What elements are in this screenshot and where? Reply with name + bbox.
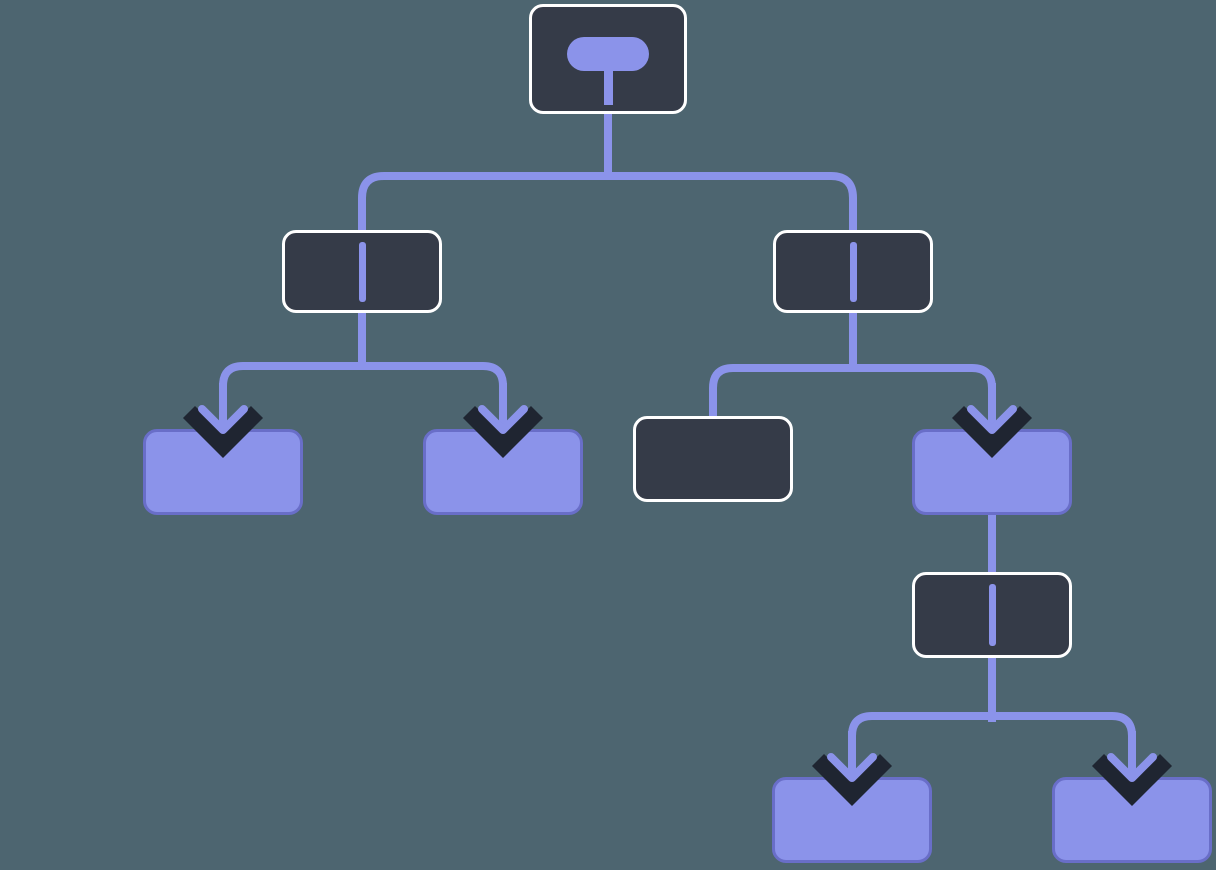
node-leaf-3[interactable]: [772, 777, 932, 863]
connector-edge-root-branches: [358, 172, 857, 236]
connector-edge-branchbottom-leaves: [848, 712, 1136, 752]
node-leaf-1[interactable]: [143, 429, 303, 515]
connector-edge-branchleft-leaves: [219, 362, 507, 404]
node-leaf-4[interactable]: [1052, 777, 1212, 863]
node-root[interactable]: [529, 4, 687, 114]
node-branch-right[interactable]: [773, 230, 933, 313]
pass-through-line-icon: [358, 241, 366, 302]
pass-through-line-icon: [849, 241, 857, 302]
node-leaf-2[interactable]: [423, 429, 583, 515]
node-branch-left[interactable]: [282, 230, 442, 313]
root-pill-icon: [567, 37, 649, 105]
node-dark-leaf[interactable]: [633, 416, 793, 502]
node-purple-mid[interactable]: [912, 429, 1072, 515]
node-branch-bottom[interactable]: [912, 572, 1072, 658]
connector-edge-branchright-leaves: [709, 364, 996, 422]
pass-through-line-icon: [988, 584, 996, 646]
